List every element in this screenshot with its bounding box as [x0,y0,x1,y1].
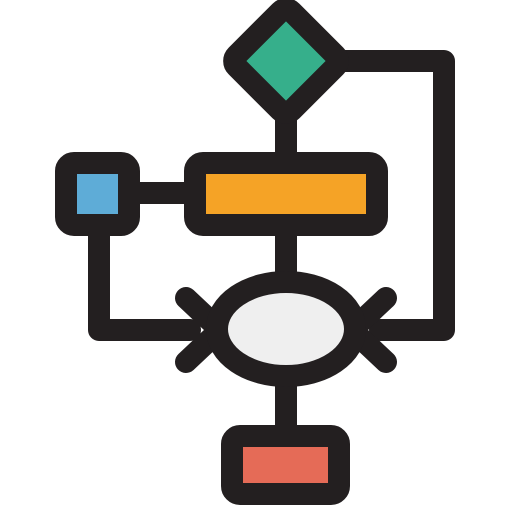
decision-diamond [223,0,349,124]
process-rectangle [184,152,388,236]
connector-lines [88,50,455,443]
connector-decision-loop [319,50,455,341]
output-rectangle [221,425,350,505]
input-square [55,152,140,236]
connector-input-to-ellipse [88,219,201,341]
terminator-ellipse [206,271,366,387]
